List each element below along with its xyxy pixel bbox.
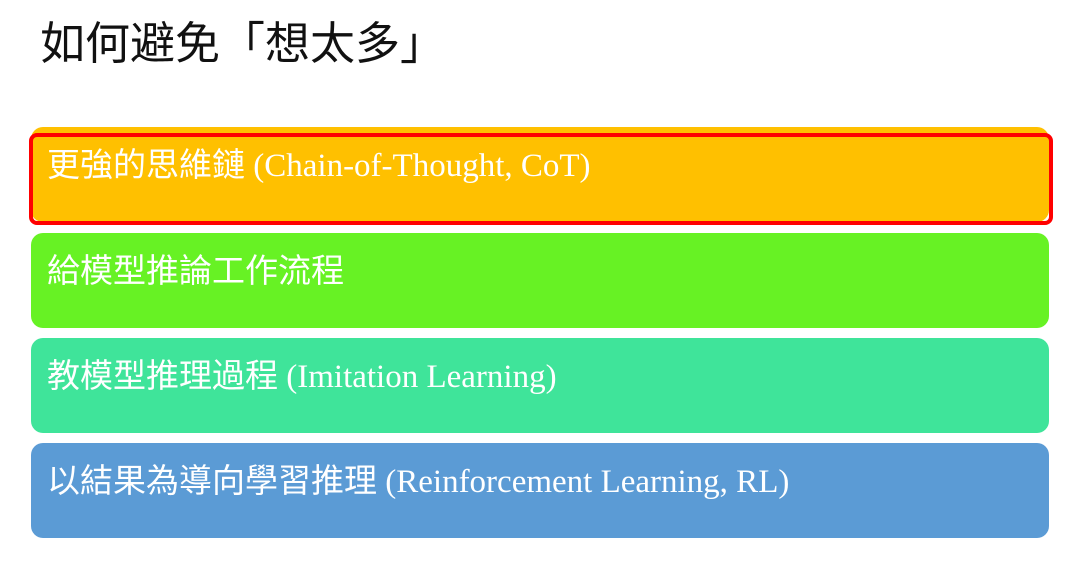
- slide-title: 如何避免「想太多」: [40, 19, 446, 69]
- item-reinforcement-learning: 以結果為導向學習推理 (Reinforcement Learning, RL): [31, 443, 1049, 538]
- item-imitation-learning: 教模型推理過程 (Imitation Learning): [31, 338, 1049, 433]
- item-workflow-label: 給模型推論工作流程: [47, 254, 344, 290]
- item-cot: 更強的思維鏈 (Chain-of-Thought, CoT): [31, 127, 1049, 222]
- item-reinforcement-learning-label: 以結果為導向學習推理 (Reinforcement Learning, RL): [47, 464, 790, 500]
- item-workflow: 給模型推論工作流程: [31, 233, 1049, 328]
- item-imitation-learning-label: 教模型推理過程 (Imitation Learning): [47, 359, 557, 395]
- item-cot-label: 更強的思維鏈 (Chain-of-Thought, CoT): [47, 148, 591, 184]
